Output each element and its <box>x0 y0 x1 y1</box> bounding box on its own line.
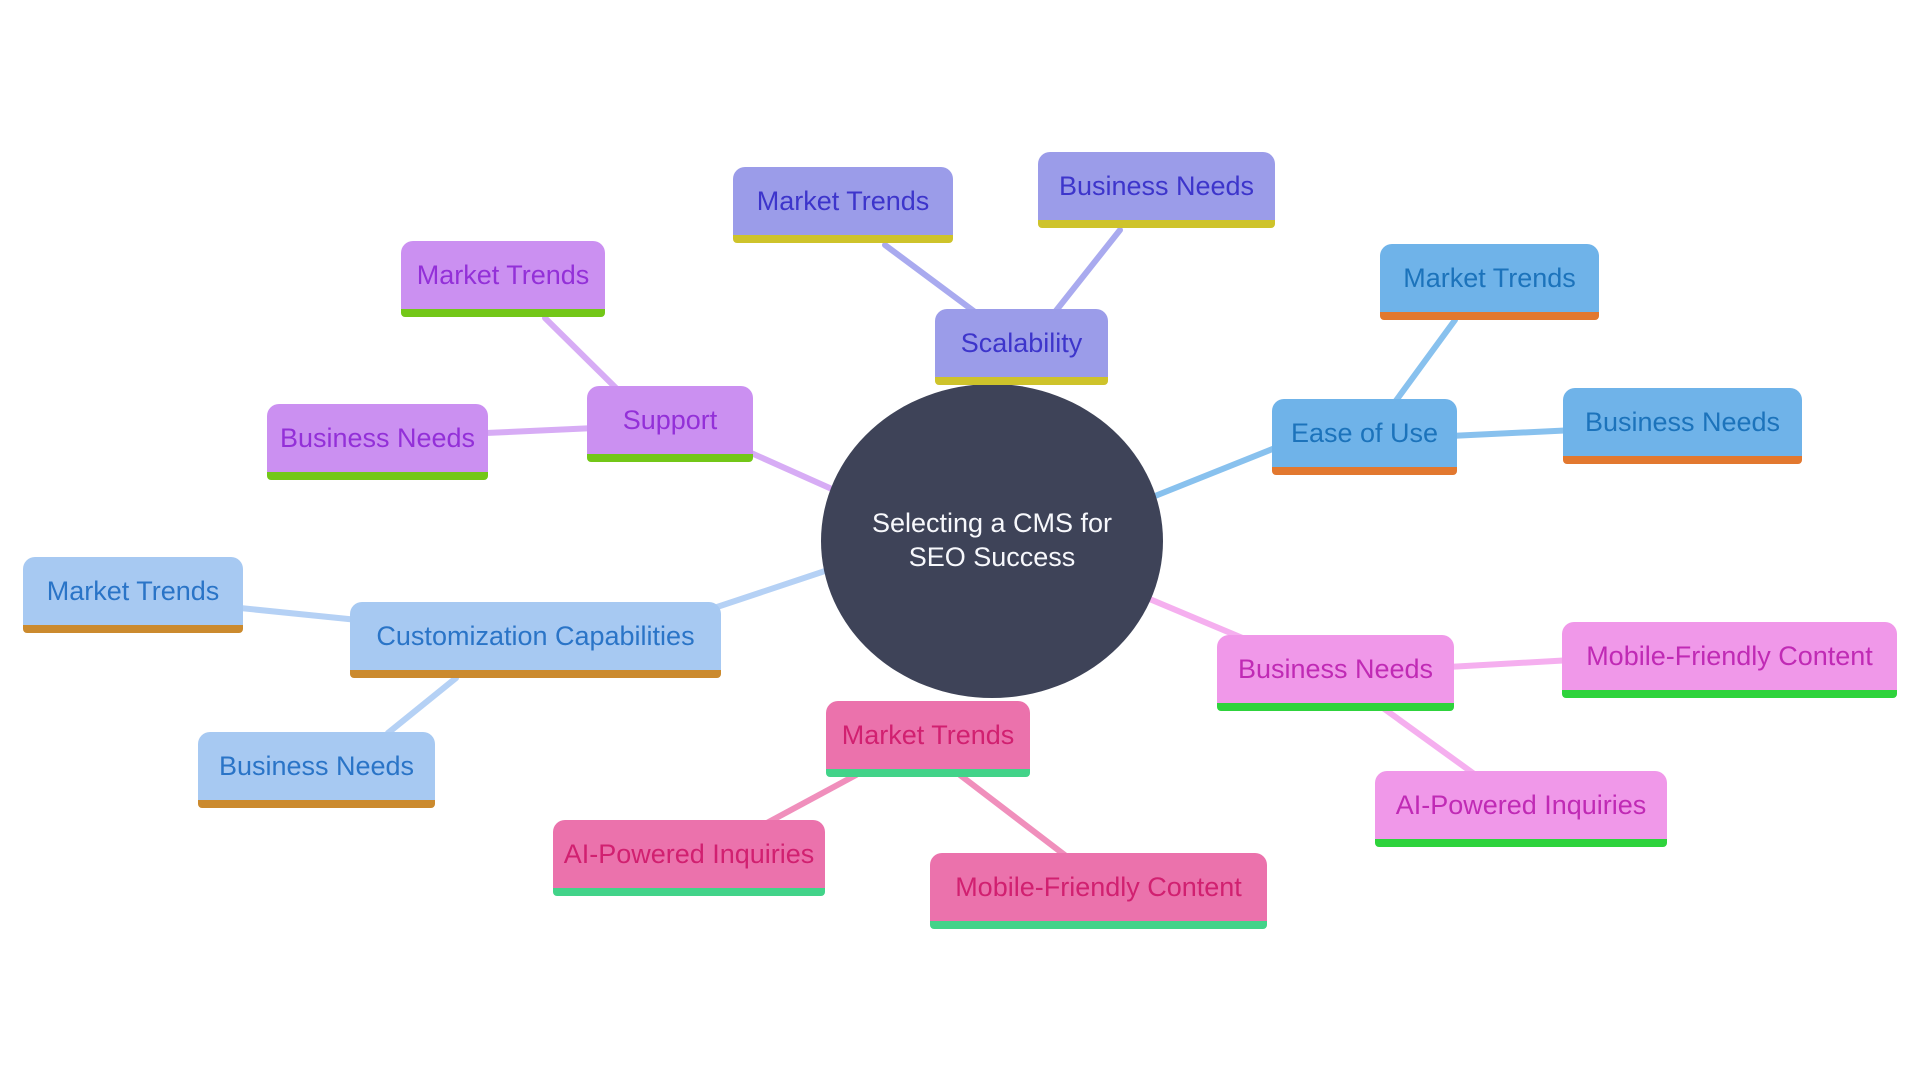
node-market-trends-mobile-friendly-content[interactable]: Mobile-Friendly Content <box>930 853 1267 929</box>
connector <box>483 425 598 436</box>
node-customization-capabilities[interactable]: Customization Capabilities <box>350 602 721 678</box>
connector <box>1447 427 1578 439</box>
node-customization-business-needs[interactable]: Business Needs <box>198 732 435 808</box>
node-business-needs[interactable]: Business Needs <box>1217 635 1454 711</box>
connector <box>542 315 621 393</box>
node-support[interactable]: Support <box>587 386 753 462</box>
node-business-needs-ai-powered-inquiries[interactable]: AI-Powered Inquiries <box>1375 771 1667 847</box>
connector <box>762 772 859 827</box>
connector <box>882 242 978 315</box>
central-topic-label: Selecting a CMS for SEO Success <box>871 508 1113 572</box>
node-customization-market-trends[interactable]: Market Trends <box>23 557 243 633</box>
central-topic[interactable]: Selecting a CMS for SEO Success <box>821 384 1163 698</box>
connector <box>957 772 1069 859</box>
connector <box>1445 657 1575 670</box>
node-support-market-trends[interactable]: Market Trends <box>401 241 605 317</box>
node-scalability[interactable]: Scalability <box>935 309 1108 385</box>
connector <box>1137 592 1255 645</box>
node-scalability-market-trends[interactable]: Market Trends <box>733 167 953 243</box>
node-ease-market-trends[interactable]: Market Trends <box>1380 244 1599 320</box>
node-business-needs-mobile-friendly-content[interactable]: Mobile-Friendly Content <box>1562 622 1897 698</box>
node-ease-of-use[interactable]: Ease of Use <box>1272 399 1457 475</box>
node-market-trends[interactable]: Market Trends <box>826 701 1030 777</box>
node-market-trends-ai-powered-inquiries[interactable]: AI-Powered Inquiries <box>553 820 825 896</box>
connector <box>1380 705 1480 779</box>
connector <box>237 605 361 623</box>
connector <box>385 675 459 736</box>
connector <box>1392 317 1458 405</box>
node-support-business-needs[interactable]: Business Needs <box>267 404 488 480</box>
connector <box>1052 227 1123 315</box>
node-scalability-business-needs[interactable]: Business Needs <box>1038 152 1275 228</box>
node-ease-business-needs[interactable]: Business Needs <box>1563 388 1802 464</box>
